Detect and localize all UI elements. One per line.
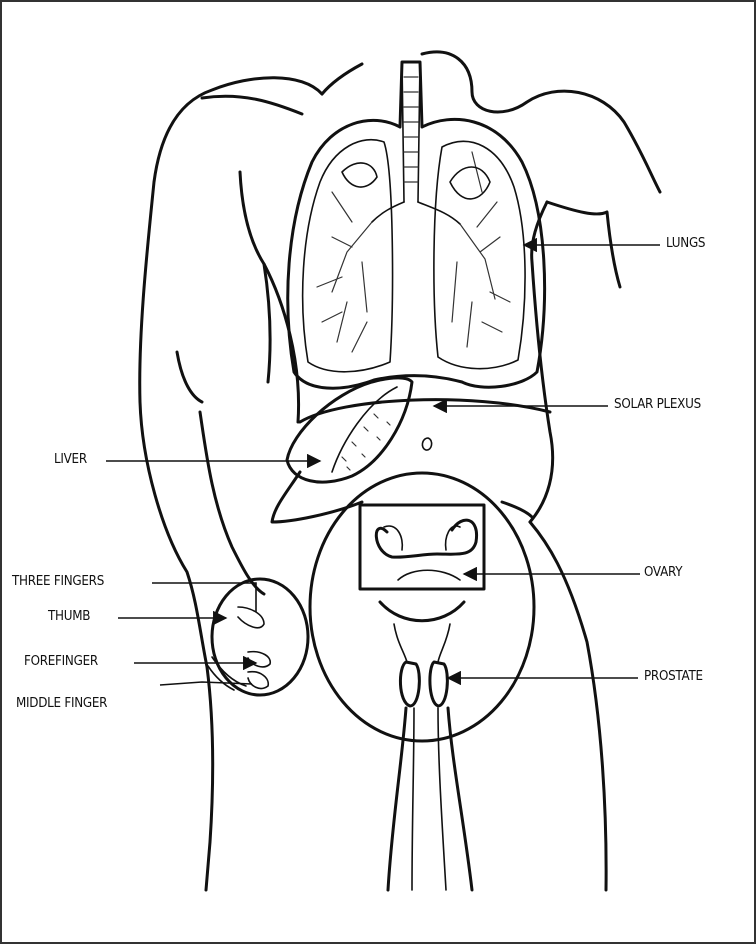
label-ovary: OVARY: [644, 565, 682, 580]
pelvic-region: [310, 473, 534, 890]
leader-lines: [106, 245, 660, 685]
label-forefinger: FOREFINGER: [24, 654, 98, 669]
label-thumb: THUMB: [48, 609, 90, 624]
label-three-fingers: THREE FINGERS: [12, 574, 104, 589]
pelvic-circle: [310, 473, 534, 741]
label-solar-plexus: SOLAR PLEXUS: [614, 397, 701, 412]
label-lungs: LUNGS: [666, 236, 705, 251]
diaphragm-line: [300, 400, 550, 422]
label-middle-finger: MIDDLE FINGER: [16, 696, 107, 711]
label-prostate: PROSTATE: [644, 669, 703, 684]
hand-region: [208, 579, 308, 695]
hand-circle: [212, 579, 308, 695]
liver-drawing: [287, 378, 412, 482]
navel: [422, 438, 431, 450]
label-liver: LIVER: [54, 452, 87, 467]
